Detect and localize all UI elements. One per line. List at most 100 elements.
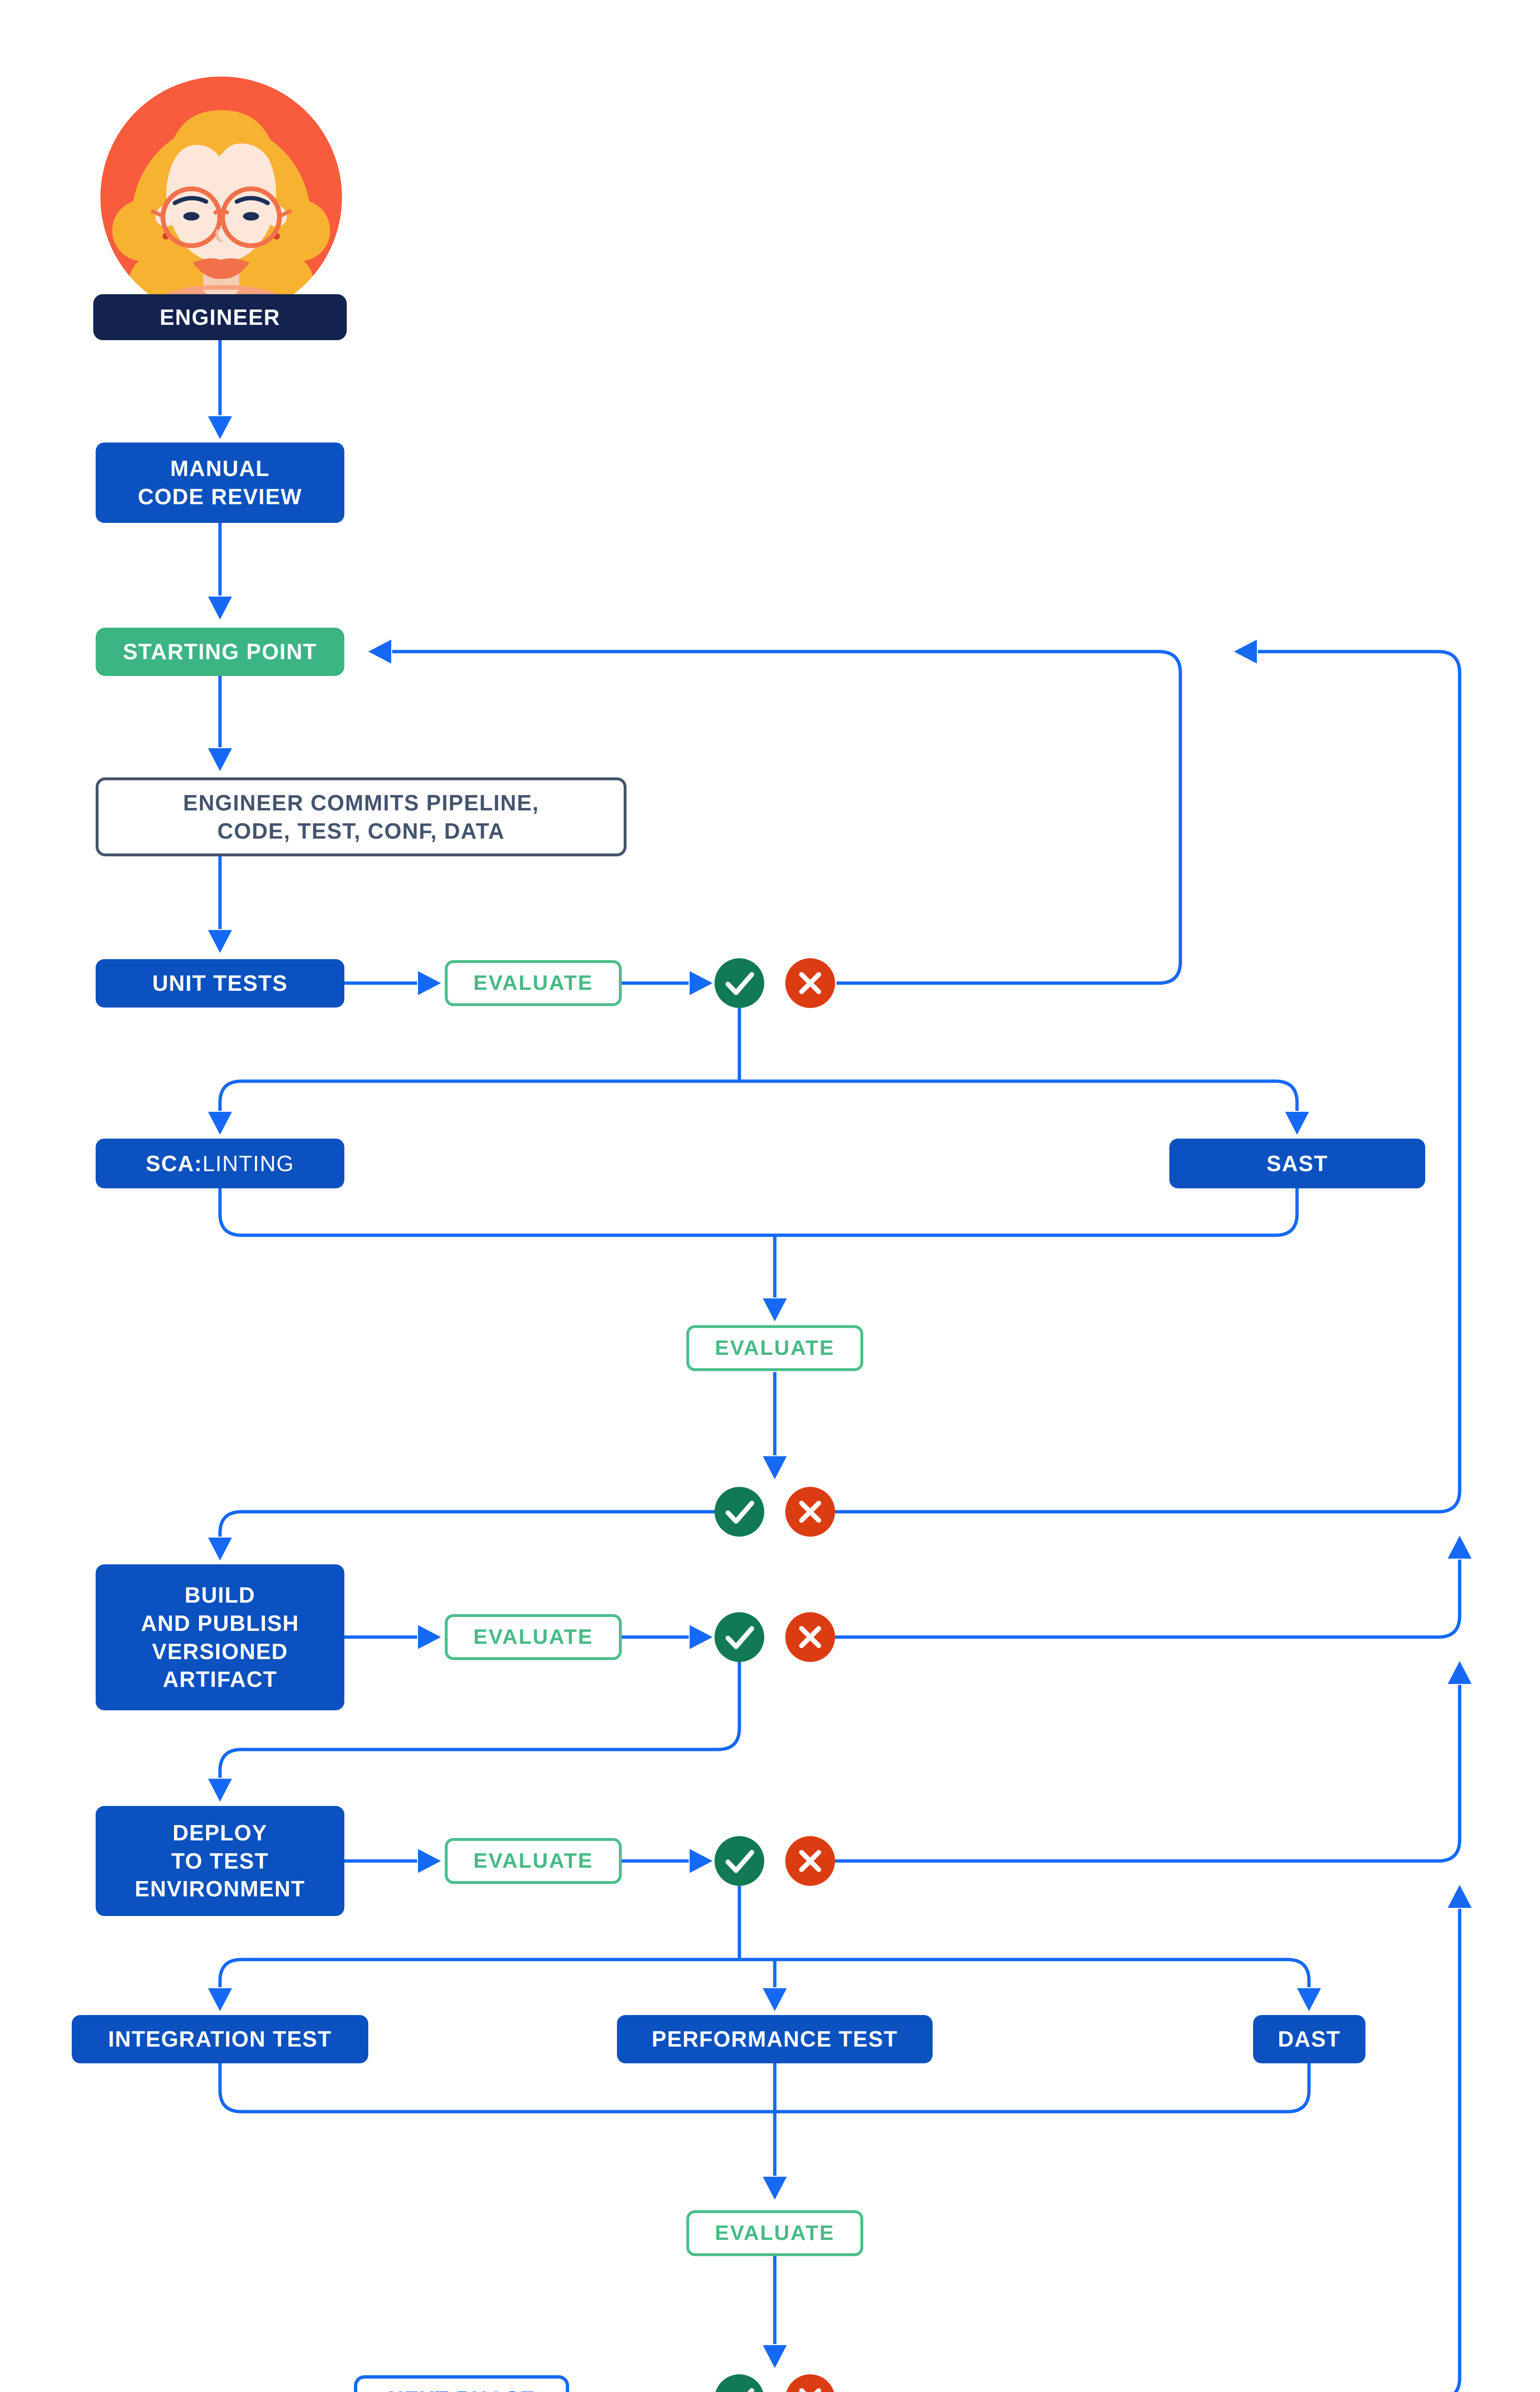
arrowhead-right [418,971,441,995]
arrowhead-right [418,1625,441,1649]
node-deploy-test-environment: DEPLOY TO TEST ENVIRONMENT [96,1806,344,1916]
node-label: SAST [1266,1151,1328,1176]
check-icon [715,2374,763,2392]
engineer-avatar [98,74,344,321]
avatar-eye [183,212,199,221]
node-label-line: BUILD [184,1582,256,1607]
cross-icon [786,2374,834,2392]
merge-sca-sast [218,1188,1299,1237]
avatar-bangs [164,110,280,207]
arrowhead-down [208,416,232,439]
arrowhead-down [1297,1988,1321,2011]
node-label: EVALUATE [715,2221,835,2245]
node-label: UNIT TESTS [152,971,288,996]
node-sast: SAST [1169,1139,1425,1188]
arrowhead-down [763,2177,787,2200]
arrowhead-down [763,1298,787,1321]
fail-loop-next-phase [1453,1909,1462,2392]
avatar-eyebrows [172,196,270,205]
arrowhead-right [690,1625,713,1649]
arrowhead-right [418,1849,441,1873]
branch-sca-sast [218,1079,1299,1111]
node-evaluate-unit-tests: EVALUATE [445,960,622,1006]
arrowhead-right [690,1849,713,1873]
check-icon [715,1836,764,1886]
node-integration-test: INTEGRATION TEST [72,2015,368,2063]
node-label-line: TO TEST [171,1848,269,1873]
avatar-illustration [100,76,342,319]
arrowhead-down [763,1988,787,2011]
node-evaluate-deploy: EVALUATE [445,1838,622,1884]
node-evaluate-build: EVALUATE [445,1614,622,1660]
node-label: STARTING POINT [122,639,318,664]
node-unit-tests: UNIT TESTS [96,959,344,1008]
node-label-line: ARTIFACT [163,1667,277,1692]
node-label-line: ENVIRONMENT [134,1876,306,1902]
branch-tests [218,1958,1311,1987]
node-label: LINTING [202,1151,295,1176]
arrowhead-down [208,1988,232,2011]
node-label: ENGINEER [159,304,281,330]
node-label: EVALUATE [473,1625,594,1649]
arrowhead-down [1285,1112,1309,1135]
node-sca-linting: SCA: LINTING [96,1139,344,1188]
node-label: EVALUATE [473,971,594,995]
node-label: EVALUATE [473,1849,594,1872]
fail-loop-deploy [835,1685,1462,1863]
node-next-phase: NEXT PHASE [354,2375,569,2392]
connector [218,1662,741,1778]
arrowhead-down [208,597,232,620]
node-engineer: ENGINEER [93,294,347,340]
node-label: NEXT PHASE [388,2385,536,2392]
arrowhead-up [1448,1536,1472,1559]
node-label-line: CODE, TEST, CONF, DATA [217,818,505,843]
merge-tests [218,2063,1311,2114]
cross-icon [785,958,835,1008]
check-icon [715,958,764,1008]
arrowhead-up [1448,1885,1472,1908]
arrowhead-down [208,1538,232,1561]
node-label: EVALUATE [715,1336,835,1360]
arrowhead-left [368,640,391,664]
node-label: DAST [1277,2027,1341,2052]
cross-icon [785,1836,835,1886]
node-dast: DAST [1253,2015,1365,2063]
node-label: INTEGRATION TEST [108,2027,332,2052]
node-label-line: AND PUBLISH [141,1610,299,1636]
arrowhead-up [1448,1661,1472,1684]
check-icon [715,1487,764,1537]
avatar-face [166,124,276,263]
node-label-line: VERSIONED [152,1639,288,1664]
avatar-glasses [150,186,292,248]
arrowhead-down [208,748,232,771]
arrowhead-down [208,1779,232,1802]
fail-loop-build [835,1560,1462,1639]
cross-icon [785,1487,835,1537]
fail-loop-unit-tests [392,650,1182,985]
avatar-eye [243,212,259,221]
arrowhead-down [208,1112,232,1135]
check-icon [715,1612,764,1662]
node-evaluate-tests: EVALUATE [686,2210,863,2256]
arrowhead-left [1234,640,1257,664]
arrowhead-down [208,930,232,953]
node-build-publish-artifact: BUILD AND PUBLISH VERSIONED ARTIFACT [96,1564,344,1710]
node-label: PERFORMANCE TEST [651,2027,898,2052]
node-label-line: ENGINEER COMMITS PIPELINE, [183,790,539,815]
arrowhead-down [763,2345,787,2368]
arrowhead-down [763,1456,787,1479]
arrowhead-right [690,971,713,995]
node-performance-test: PERFORMANCE TEST [617,2015,933,2063]
cross-icon [785,1612,835,1662]
avatar-nose [215,229,223,243]
node-label-strong: SCA: [145,1151,203,1176]
connector [218,1510,715,1537]
node-starting-point: STARTING POINT [96,628,344,676]
node-evaluate-sca-sast: EVALUATE [686,1325,863,1371]
avatar-lips [193,258,250,279]
node-label-line: MANUAL [170,456,270,481]
fail-loop-global [835,650,1462,1514]
node-label-line: CODE REVIEW [138,484,302,509]
